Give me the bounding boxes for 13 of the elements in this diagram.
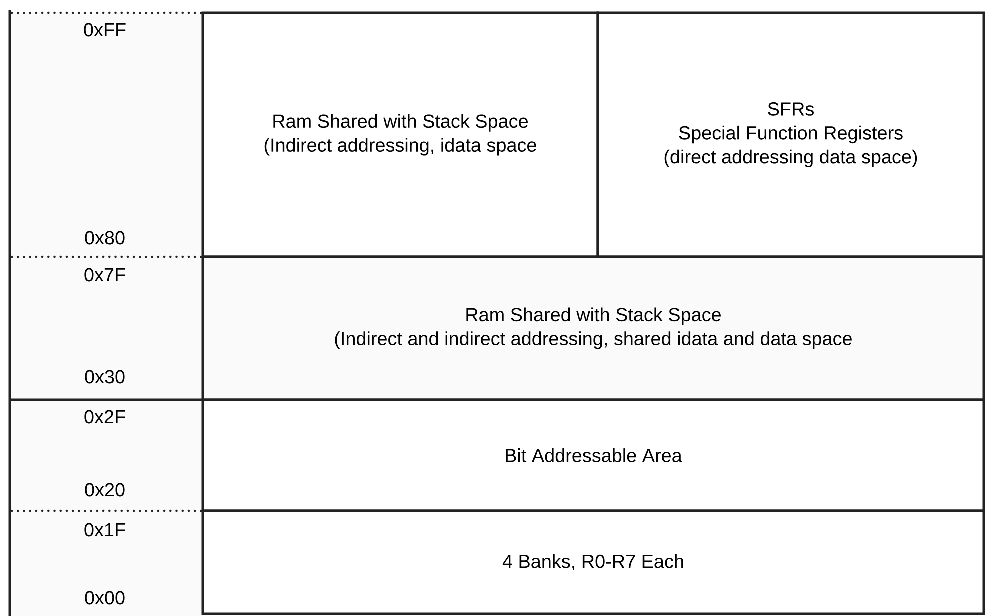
address-label: 0x00 — [85, 591, 125, 605]
address-label: 0x7F — [84, 268, 126, 282]
address-label: 0x2F — [84, 410, 126, 424]
address-label: 0x1F — [84, 523, 126, 537]
memory-region-box: Ram Shared with Stack Space (Indirect addressing, idata space — [202, 12, 600, 258]
memory-region-box: Ram Shared with Stack Space (Indirect and indirect addressing, shared idata and data space — [202, 256, 986, 402]
memory-region-box: SFRs Special Function Registers (direct addressing data space) — [596, 12, 986, 258]
address-label: 0x20 — [85, 483, 125, 497]
address-label: 0xFF — [84, 23, 126, 37]
address-label: 0x30 — [85, 370, 125, 384]
memory-region-box: 4 Banks, R0-R7 Each — [202, 510, 986, 616]
memory-region-box: Bit Addressable Area — [202, 398, 986, 512]
address-label: 0x80 — [85, 231, 125, 245]
